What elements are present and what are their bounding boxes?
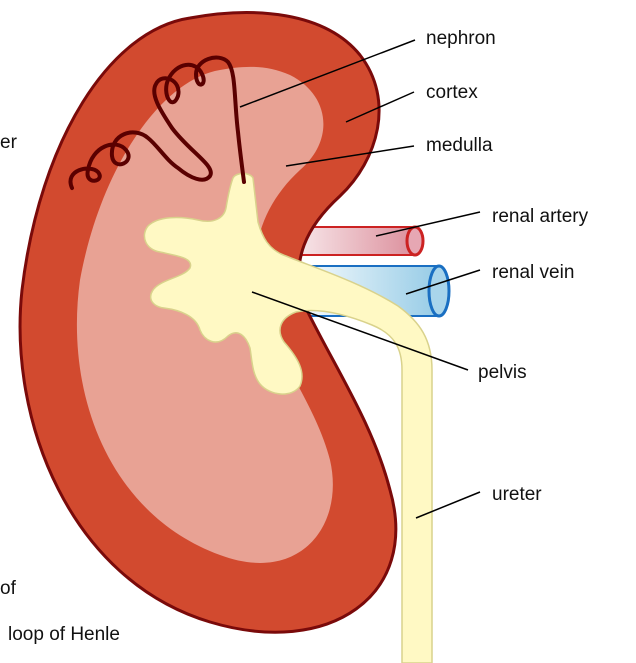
label-pelvis: pelvis	[478, 362, 527, 384]
label-ureter: ureter	[492, 484, 542, 506]
label-loop-of-henle: loop of Henle	[8, 624, 120, 646]
label-renal-vein: renal vein	[492, 262, 574, 284]
label-nephron: nephron	[426, 28, 496, 50]
leader-renal-artery	[376, 212, 480, 236]
label-cut-left-bottom: of	[0, 578, 16, 600]
label-medulla: medulla	[426, 135, 493, 157]
label-cut-left-top: er	[0, 132, 17, 154]
label-cortex: cortex	[426, 82, 478, 104]
label-renal-artery: renal artery	[492, 206, 588, 228]
